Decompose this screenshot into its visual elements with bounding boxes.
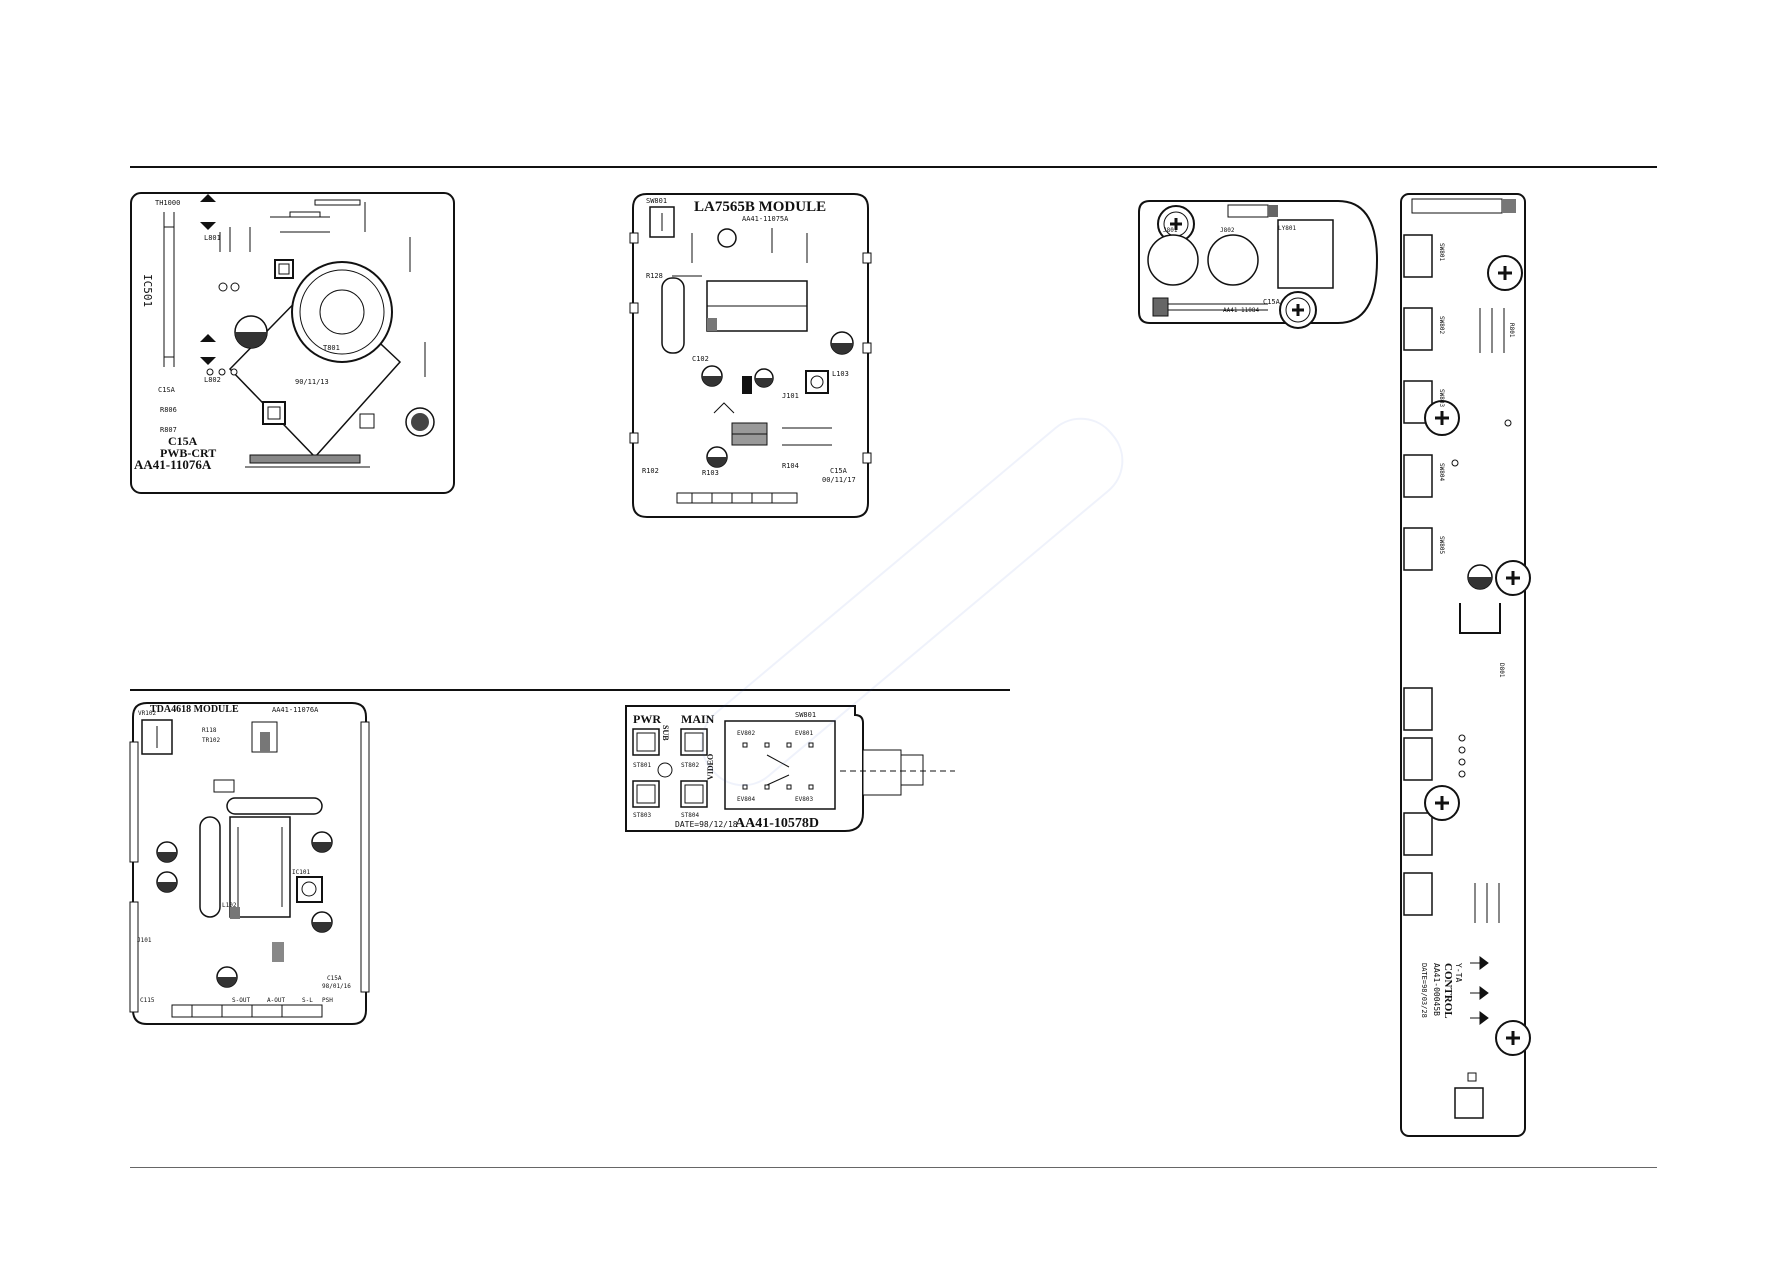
switch-board-label-2: SUB [661,725,670,741]
la7565b-ref-0: SW801 [646,197,667,205]
power-board-ref-2: R806 [160,406,177,414]
switch-board-label-0: PWR [633,712,661,726]
tda4618-ref-22: C115 [140,997,155,1004]
tda4618-marking: C15A [327,975,342,982]
switch-board-ev-2: EV804 [737,796,755,803]
la7565b-title: LA7565B MODULE [694,199,826,215]
small-board-ref-3: J801 [1163,227,1178,234]
tda4618-ref-0: VR102 [138,710,156,717]
control-board-part-number: AA41-00045B [1432,963,1441,1016]
la7565b-ref-9: J101 [782,392,799,400]
small-board-ref-4: J802 [1220,227,1235,234]
power-board-ref-9: IC501 [141,274,154,307]
la7565b-part-number: AA41-11075A [742,215,789,223]
la7565b-ref-13: R102 [642,467,659,475]
small-board-marking: C15A [1263,298,1281,306]
switch-board-st-3: ST804 [681,812,699,819]
control-board-ref-0: SW801 [1438,243,1445,261]
switch-board-ev-3: EV803 [795,796,813,803]
tda4618-date: 98/01/16 [322,983,351,990]
control-board-screws [1424,255,1531,1056]
pcb-power-board: TH1000 C1SA R806 R807 IC501 L801 L802 T8… [130,192,455,494]
power-board-ref-5: T801 [323,344,340,352]
switch-board-st-1: ST802 [681,762,699,769]
switch-board-label-1: MAIN [681,712,715,726]
la7565b-ref-14: R103 [702,469,719,477]
control-board-ref-1: SW802 [1438,316,1445,334]
pcb-tda4618-module: TDA4618 MODULE AA41-11076A VR102 R118 TR… [129,702,370,1025]
switch-board-label-3: VIDEO [706,754,715,780]
control-board-switches [1403,234,1484,1119]
power-board-ref-0: TH1000 [155,199,180,207]
control-board-ref-3: SW804 [1438,463,1445,481]
la7565b-ref-5: C102 [692,355,709,363]
tda4618-bottom-label-0: S-OUT [232,997,250,1004]
tda4618-ref-1: R118 [202,727,217,734]
power-board-ref-1: C1SA [158,386,176,394]
control-board-ref-9: R801 [1508,323,1515,338]
la7565b-ref-1: R128 [646,272,663,280]
control-board-ref-12: D801 [1498,663,1505,678]
switch-board-ev-0: EV802 [737,730,755,737]
tda4618-ref-18: IC101 [292,869,310,876]
tda4618-title: TDA4618 MODULE [150,704,239,715]
la7565b-ref-15: R104 [782,462,799,470]
tda4618-bottom-label-1: A-OUT [267,997,285,1004]
small-board-ref-2: LY801 [1278,225,1296,232]
la7565b-ref-22: L103 [832,370,849,378]
middle-rule [130,689,1010,691]
top-rule [130,166,1657,168]
switch-board-date: DATE=98/12/18 [675,820,738,829]
control-board-date: DATE=98/03/28 [1420,963,1428,1018]
power-board-part-number: AA41-11076A [134,457,212,472]
pcb-la7565b-module: LA7565B MODULE AA41-11075A SW801 R128 J1… [629,193,872,518]
pcb-switch-board: PWR MAIN SUB VIDEO SW801 ST801 ST802 ST8… [625,705,955,832]
la7565b-marking: C15A [830,467,848,475]
control-board-marking: Y-TA [1454,963,1463,982]
tda4618-ref-19: J101 [137,937,152,944]
power-board-ref-12: L802 [204,376,221,384]
switch-board-ref: SW801 [795,711,816,719]
tda4618-part-number: AA41-11076A [272,706,319,714]
power-board-relay-text: 90/11/13 [295,378,329,386]
control-board-ref-4: SW805 [1438,536,1445,554]
la7565b-date: 00/11/17 [822,476,856,484]
power-board-ref-11: L801 [204,234,221,242]
switch-board-st-2: ST803 [633,812,651,819]
tda4618-ref-15: L102 [222,902,237,909]
bottom-rule [130,1167,1657,1168]
switch-board-part-number: AA41-10578D [735,816,819,831]
control-board-ref-2: SW803 [1438,389,1445,407]
switch-board-st-0: ST801 [633,762,651,769]
small-board-part-number: AA41-11084 [1223,307,1260,314]
tda4618-ref-2: TR102 [202,737,220,744]
tda4618-bottom-label-2: S-L [302,997,313,1004]
control-board-title: CONTROL [1442,963,1454,1019]
power-board-marking2: PWB-CRT [160,446,216,460]
power-board-marking: C15A [168,434,198,448]
tda4618-bottom-label-3: PSH [322,997,333,1004]
switch-board-ev-1: EV801 [795,730,813,737]
power-board-ref-3: R807 [160,426,177,434]
pcb-control-board: CONTROL AA41-00045B Y-TA DATE=98/03/28 S… [1400,193,1531,1137]
pcb-small-board: J801 J802 LY801 C15A AA41-11084 [1138,200,1379,329]
